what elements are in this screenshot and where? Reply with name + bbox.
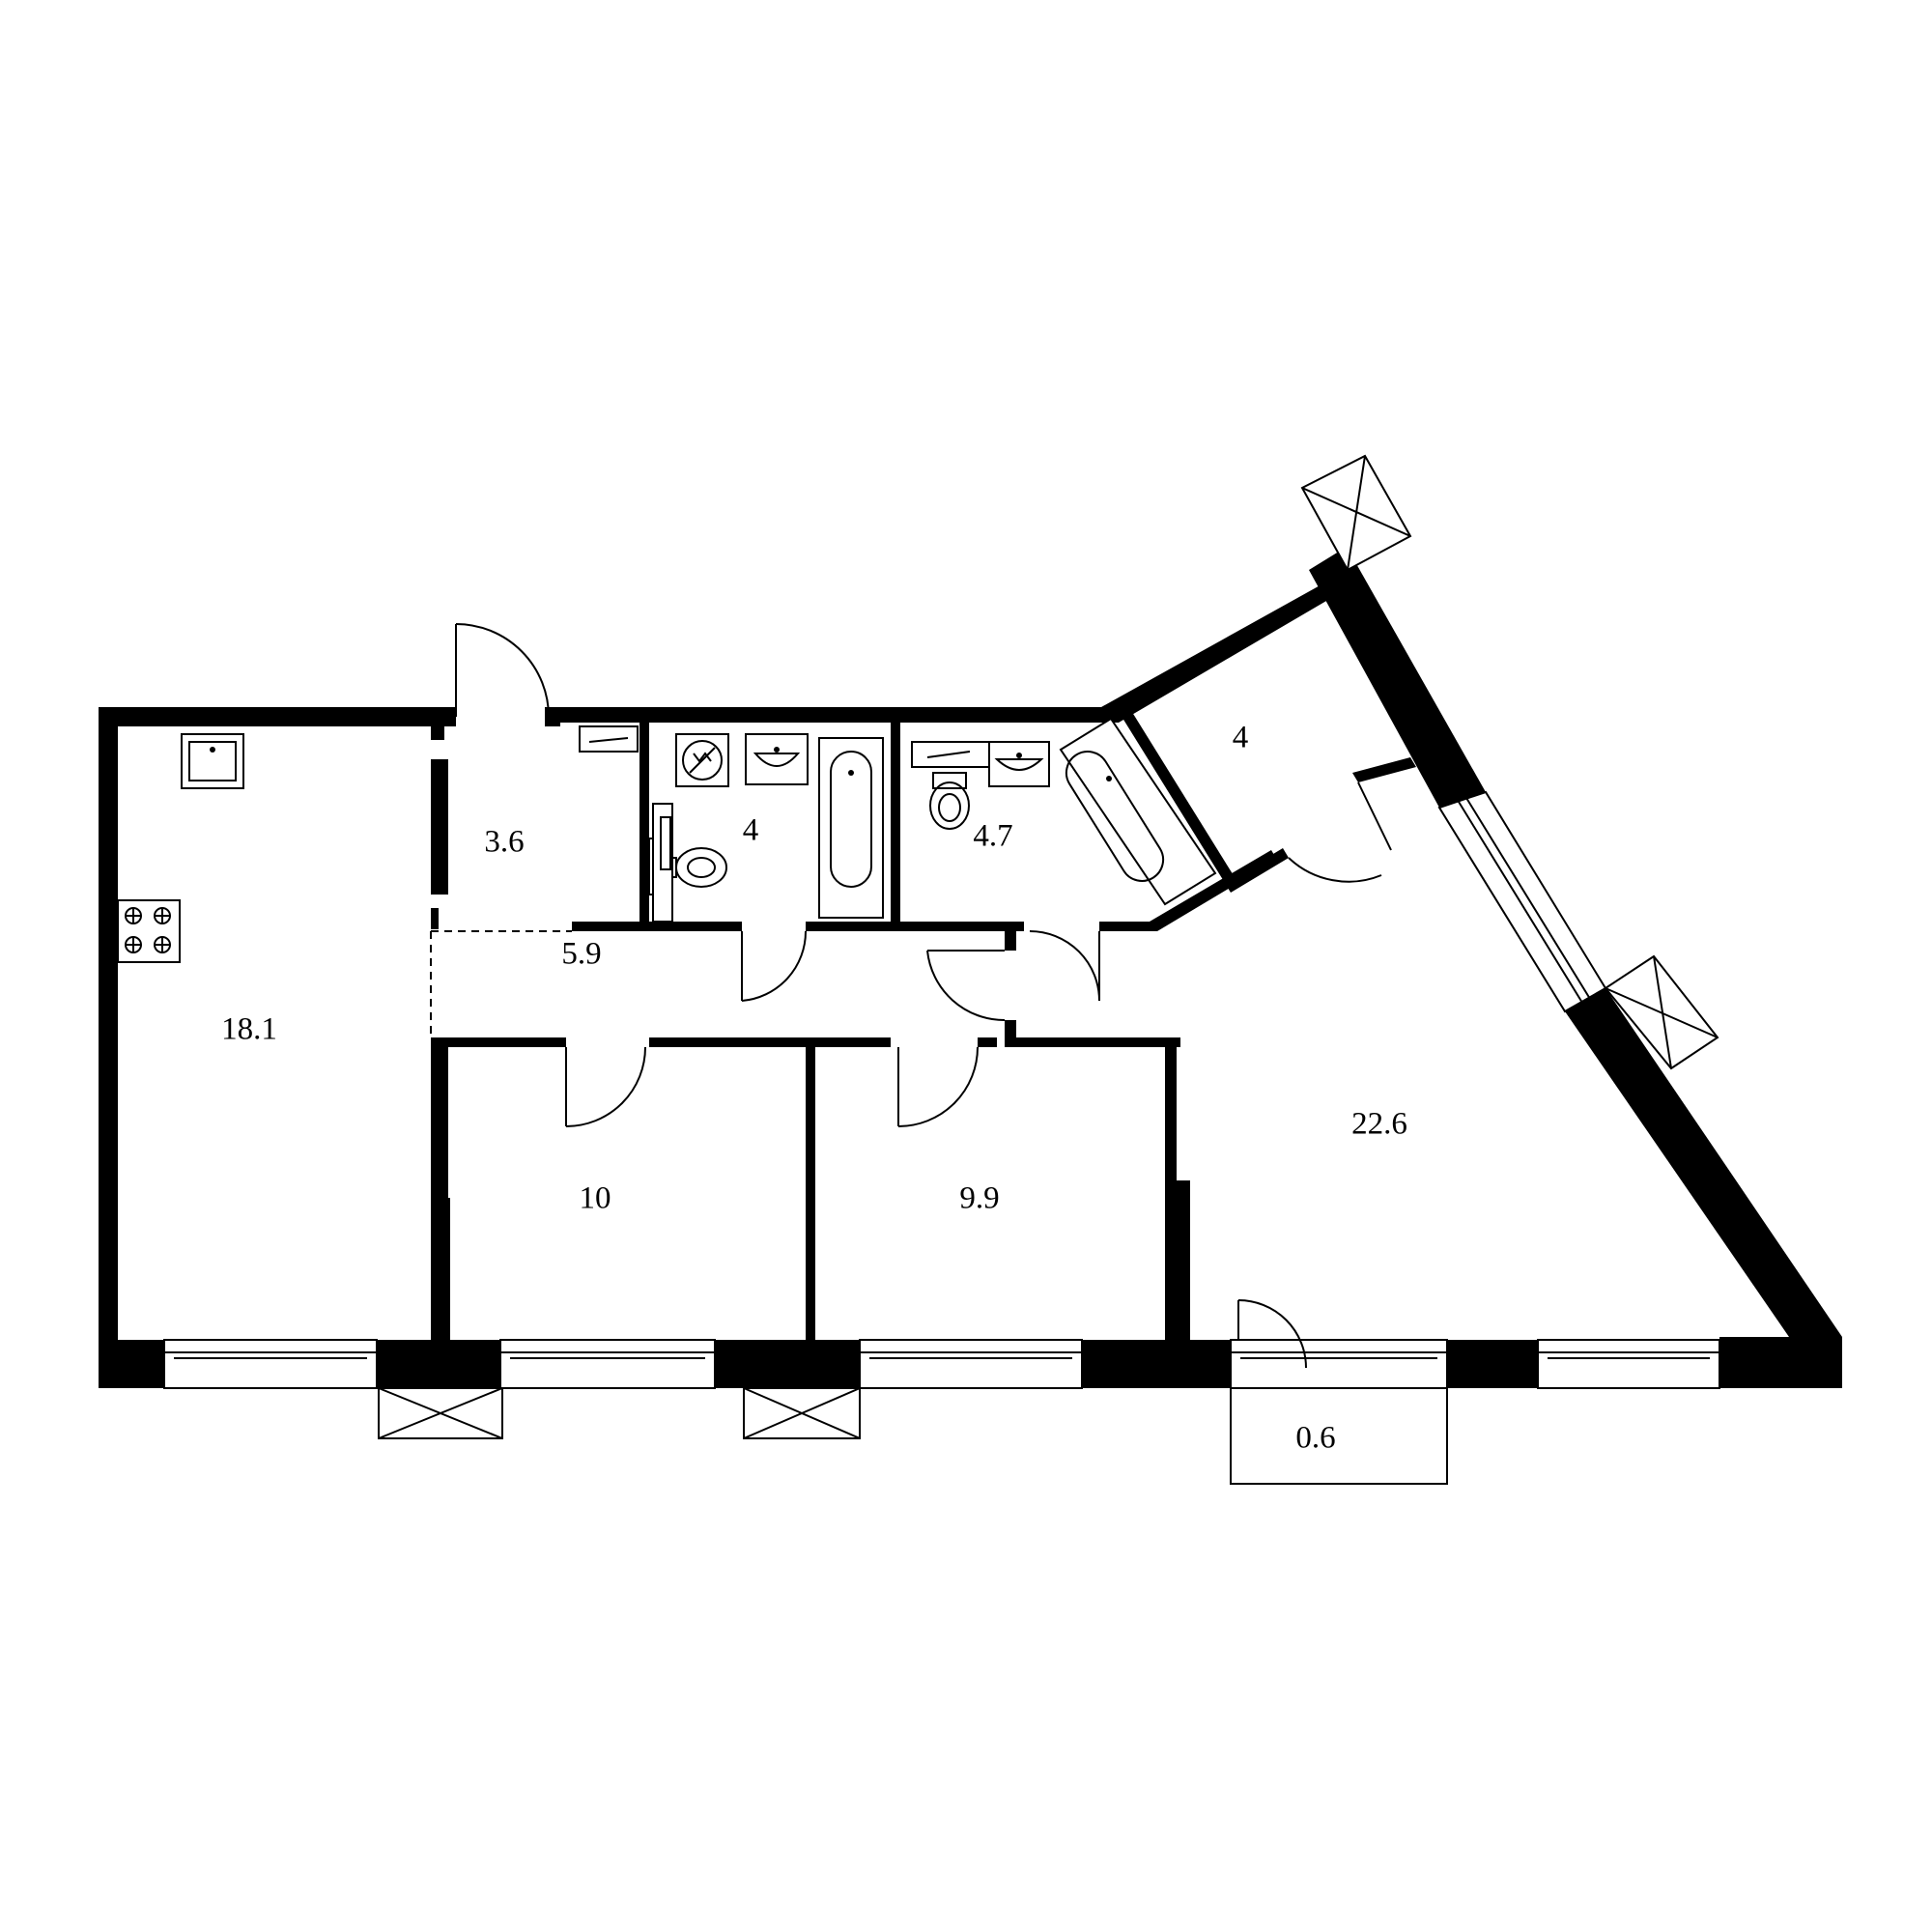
utility-sink-icon	[579, 725, 639, 753]
towel-heater-icon	[652, 803, 673, 923]
ac-unit-icon	[1300, 454, 1412, 572]
washing-machine-icon	[675, 733, 729, 787]
bathroom-2-door[interactable]	[1029, 930, 1100, 1002]
bottom-windows	[163, 1339, 1720, 1389]
open-passage	[430, 930, 572, 1037]
doors[interactable]	[450, 623, 1392, 1369]
shelf-icon	[911, 741, 1004, 768]
diagonal-window	[1437, 790, 1607, 1013]
room-labels: 18.1 3.6 4 4.7 4 5.9 10 9.9 22.6 0.6	[221, 721, 1407, 1456]
ac-unit-icon	[743, 1387, 861, 1439]
balcony	[1230, 1388, 1448, 1485]
room-area-living-room: 22.6	[1351, 1107, 1407, 1142]
room-area-bathroom-1: 4	[743, 813, 759, 848]
bathtub-icon	[1059, 717, 1217, 906]
room-area-bathroom-2: 4.7	[973, 819, 1012, 854]
closet-door[interactable]	[1288, 781, 1392, 883]
stove-icon	[117, 899, 181, 963]
room-area-bedroom-2: 9.9	[959, 1181, 999, 1216]
room-area-bedroom-1: 10	[580, 1181, 611, 1216]
exterior-walls	[99, 547, 1842, 1388]
kitchen-sink-icon	[181, 733, 244, 789]
bedroom-2-door[interactable]	[897, 1046, 979, 1127]
bathroom-1-door[interactable]	[741, 930, 808, 1002]
ac-unit-icon	[378, 1387, 503, 1439]
ac-unit-icon	[1604, 954, 1719, 1070]
room-area-storage: 3.6	[484, 825, 524, 860]
ac-units	[378, 454, 1719, 1439]
balcony-door[interactable]	[1237, 1299, 1307, 1369]
fixtures	[117, 717, 1217, 963]
interior-walls	[431, 709, 1416, 1343]
room-area-kitchen: 18.1	[221, 1012, 277, 1047]
room-area-balcony: 0.6	[1295, 1421, 1335, 1456]
bathroom-sink-icon	[988, 741, 1050, 787]
hallway-door[interactable]	[926, 950, 1006, 1022]
entrance-door[interactable]	[450, 623, 560, 726]
toilet-icon	[929, 772, 970, 830]
room-area-closet: 4	[1233, 721, 1249, 755]
bedroom-1-door[interactable]	[565, 1046, 646, 1127]
room-area-hallway: 5.9	[561, 937, 601, 972]
bathtub-icon	[818, 737, 884, 919]
bathroom-sink-icon	[745, 733, 809, 785]
